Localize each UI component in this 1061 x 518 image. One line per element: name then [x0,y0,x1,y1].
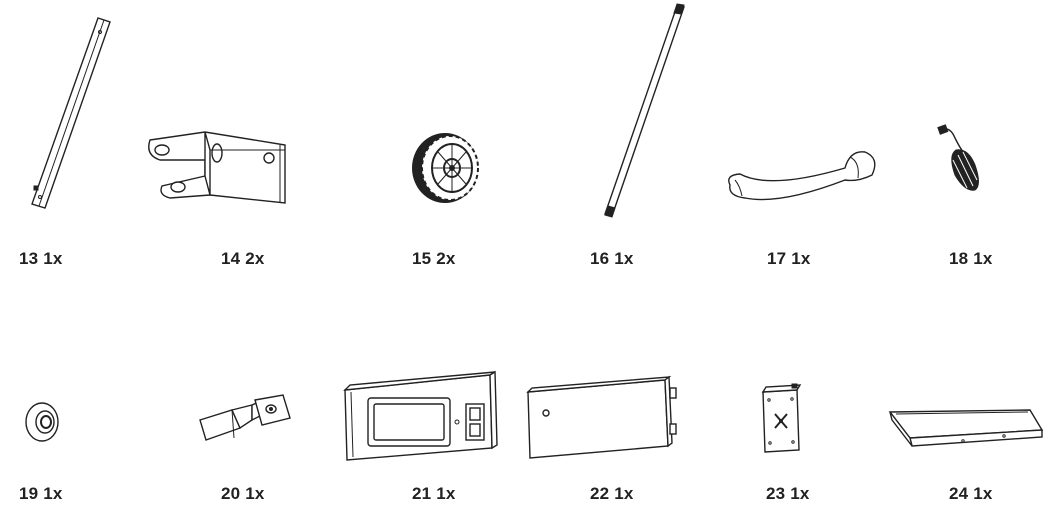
part-number: 24 [949,484,969,503]
part-number: 23 [766,484,786,503]
part-number: 21 [412,484,432,503]
part-number: 16 [590,249,610,268]
part-quantity: 1x [436,484,456,503]
axle-rod-icon [604,3,685,218]
angle-bracket-icon [199,394,291,441]
part-quantity: 1x [43,249,63,268]
part-quantity: 1x [973,249,993,268]
part-number: 14 [221,249,241,268]
part-number: 13 [19,249,39,268]
part-quantity: 1x [791,249,811,268]
part-number: 22 [590,484,610,503]
part-number: 15 [412,249,432,268]
door-panel-icon [526,375,677,459]
part-quantity: 1x [614,484,634,503]
frame-rail-icon [31,17,111,209]
tray-icon [888,409,1044,447]
part-number: 18 [949,249,969,268]
part-quantity: 1x [614,249,634,268]
part-number: 17 [767,249,787,268]
handle-icon [728,151,876,201]
wheel-icon [412,133,479,203]
control-knob-icon [937,124,979,191]
washer-icon [25,402,59,442]
part-number: 20 [221,484,241,503]
part-quantity: 1x [973,484,993,503]
part-number: 19 [19,484,39,503]
part-quantity: 1x [43,484,63,503]
part-quantity: 2x [436,249,456,268]
firebox-door-icon [343,370,498,461]
damper-plate-icon [761,383,802,453]
part-quantity: 1x [790,484,810,503]
axle-bracket-icon [148,131,286,204]
part-quantity: 2x [245,249,265,268]
part-quantity: 1x [245,484,265,503]
